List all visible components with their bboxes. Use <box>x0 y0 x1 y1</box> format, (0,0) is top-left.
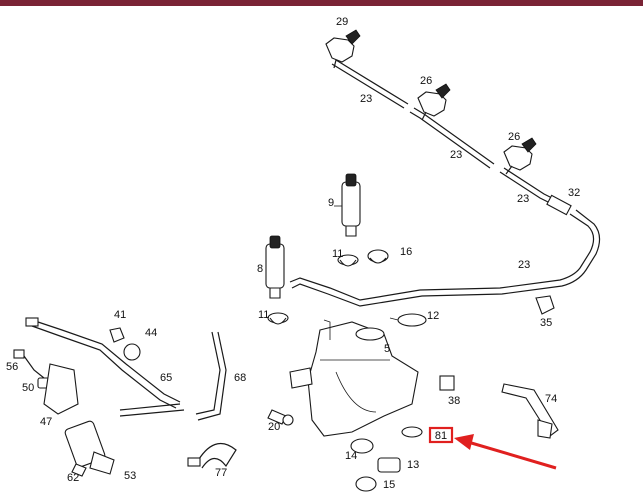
callout-53: 53 <box>124 470 136 482</box>
nozzle-26-upper <box>417 83 451 121</box>
callout-44: 44 <box>145 327 157 339</box>
callout-12: 12 <box>427 310 439 322</box>
callout-14: 14 <box>345 450 357 462</box>
callout-23: 23 <box>360 93 372 105</box>
callout-11: 11 <box>258 309 269 321</box>
pump-53 <box>64 420 115 475</box>
grommet-11-upper <box>337 254 359 267</box>
plug-15 <box>355 476 377 492</box>
callout-50: 50 <box>22 382 34 394</box>
hose-68 <box>119 331 227 421</box>
callout-35: 35 <box>540 317 552 329</box>
red-arrow <box>454 434 557 470</box>
connector-56 <box>13 349 45 379</box>
nozzle-29 <box>325 29 361 69</box>
callout-56: 56 <box>6 361 18 373</box>
callout-8: 8 <box>257 263 263 275</box>
bracket-35 <box>535 295 555 315</box>
highlight-label: 81 <box>435 430 447 442</box>
callout-5: 5 <box>384 343 390 355</box>
pump-9 <box>334 173 361 237</box>
callout-65: 65 <box>160 372 172 384</box>
callout-20: 20 <box>268 421 280 433</box>
sensor-13 <box>377 457 401 473</box>
clip-41 <box>109 327 125 343</box>
grommet-81 <box>401 426 423 438</box>
callout-labels: 29 26 23 26 23 32 23 9 11 16 23 8 11 12 35 41 44 5 56 65 68 5… <box>6 16 580 491</box>
bolt-20 <box>267 409 294 426</box>
leader-5 <box>323 319 331 340</box>
seal-14 <box>350 438 374 454</box>
callout-11: 11 <box>332 248 343 260</box>
callout-16: 16 <box>400 246 412 258</box>
callout-68: 68 <box>234 372 246 384</box>
hose-65 <box>25 317 181 409</box>
top-band <box>0 0 643 6</box>
callout-74: 74 <box>545 393 557 405</box>
nozzle-26-lower <box>503 137 537 175</box>
hose-23 <box>289 59 601 307</box>
grommet-11-lower <box>267 312 289 325</box>
cap-12 <box>389 313 427 327</box>
callout-13: 13 <box>407 459 419 471</box>
highlight-81[interactable]: 81 <box>428 426 454 444</box>
cable-tie-77 <box>187 442 237 469</box>
callout-15: 15 <box>383 479 395 491</box>
reservoir-5 <box>289 321 419 437</box>
callout-26: 26 <box>420 75 432 87</box>
callout-47: 47 <box>40 416 52 428</box>
callout-41: 41 <box>114 309 126 321</box>
callout-62: 62 <box>67 472 79 484</box>
bolt-62 <box>71 463 87 477</box>
clamp-74 <box>501 383 559 439</box>
callout-32: 32 <box>568 187 580 199</box>
grommet-44 <box>123 343 141 361</box>
callout-29: 29 <box>336 16 348 28</box>
callout-77: 77 <box>215 467 227 479</box>
callout-9: 9 <box>328 197 334 209</box>
callout-38: 38 <box>448 395 460 407</box>
clip-38 <box>439 375 455 391</box>
callout-26: 26 <box>508 131 520 143</box>
callout-23: 23 <box>450 149 462 161</box>
callout-23: 23 <box>517 193 529 205</box>
callout-23: 23 <box>518 259 530 271</box>
pump-8 <box>265 235 285 299</box>
cap-16 <box>367 249 389 264</box>
bracket-47 <box>43 363 79 415</box>
